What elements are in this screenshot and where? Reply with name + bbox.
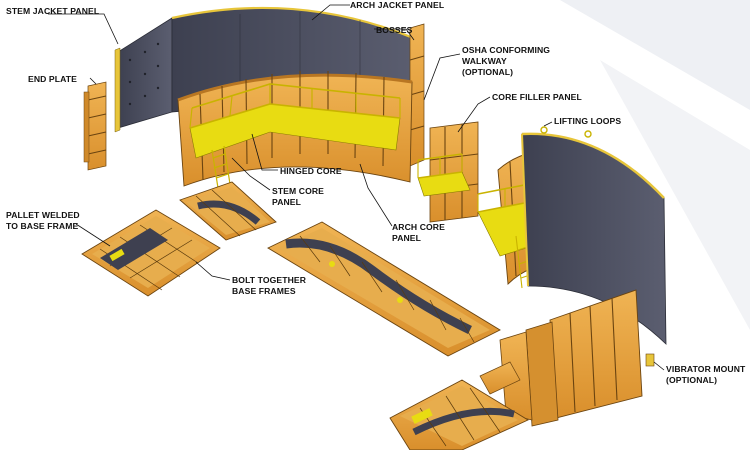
- label-pallet-welded-1: PALLET WELDED: [6, 210, 80, 220]
- label-end-plate: END PLATE: [28, 74, 77, 84]
- label-vibrator-mount-2: (OPTIONAL): [666, 375, 717, 385]
- pallet-base-frame-left: [81, 209, 221, 297]
- label-stem-core-panel-1: STEM CORE: [272, 186, 324, 196]
- core-filler-panel: [429, 121, 479, 223]
- label-bolt-together-2: BASE FRAMES: [232, 286, 296, 296]
- label-arch-core-panel-1: ARCH CORE: [392, 222, 445, 232]
- stem-jacket-panel: [114, 17, 173, 133]
- label-osha-walkway-2: WALKWAY: [462, 56, 507, 66]
- label-hinged-core: HINGED CORE: [280, 166, 342, 176]
- label-lifting-loops: LIFTING LOOPS: [554, 116, 621, 126]
- label-pallet-welded-2: TO BASE FRAME: [6, 221, 78, 231]
- hinged-core: [177, 71, 413, 189]
- leader-lines: [48, 4, 665, 371]
- label-vibrator-mount-1: VIBRATOR MOUNT: [666, 364, 746, 374]
- arch-base-frame-bottom: [389, 379, 529, 450]
- label-arch-core-panel-2: PANEL: [392, 233, 421, 243]
- label-stem-core-panel-2: PANEL: [272, 197, 301, 207]
- label-osha-walkway-1: OSHA CONFORMING: [462, 45, 550, 55]
- base-frame-connector: [479, 361, 521, 395]
- end-plate: [83, 81, 107, 171]
- label-stem-jacket-panel: STEM JACKET PANEL: [6, 6, 99, 16]
- vibrator-mount: [645, 353, 655, 367]
- background-shade: [600, 60, 750, 330]
- stem-core-panel-front: [499, 289, 643, 427]
- label-core-filler-panel: CORE FILLER PANEL: [492, 92, 582, 102]
- lifting-loops: [540, 126, 592, 138]
- stem-core-base-frame: [179, 181, 277, 241]
- label-osha-walkway-3: (OPTIONAL): [462, 67, 513, 77]
- label-bolt-together-1: BOLT TOGETHER: [232, 275, 307, 285]
- label-bosses: BOSSES: [376, 25, 413, 35]
- callout-labels: STEM JACKET PANEL ARCH JACKET PANEL BOSS…: [6, 0, 746, 385]
- arch-jacket-plate-right: [521, 132, 667, 345]
- arch-base-frame-long: [267, 221, 501, 357]
- label-arch-jacket-panel: ARCH JACKET PANEL: [350, 0, 444, 10]
- background-shade: [560, 0, 750, 110]
- osha-walkway: [417, 153, 471, 197]
